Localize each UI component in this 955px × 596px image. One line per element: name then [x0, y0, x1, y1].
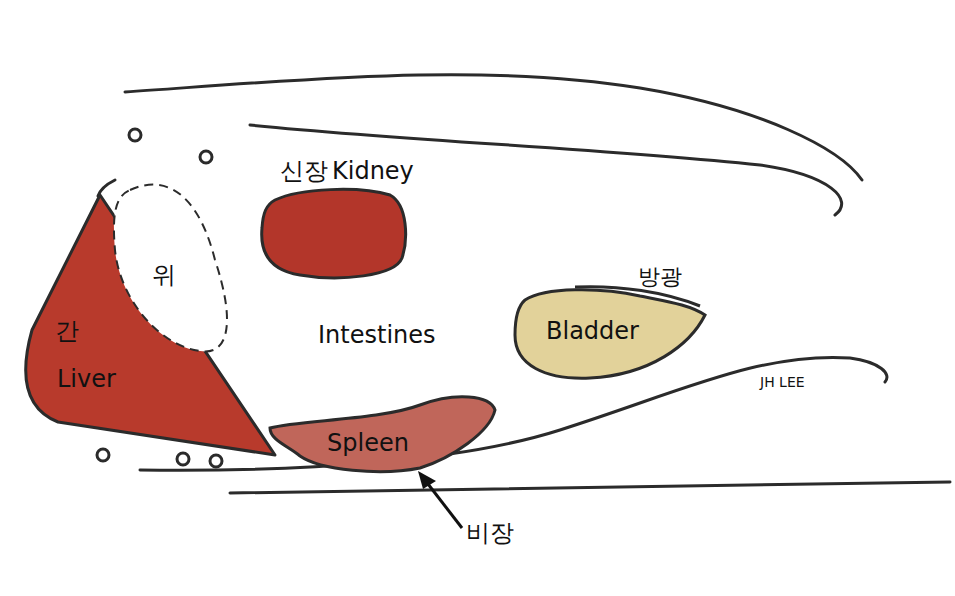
spleen-organ: Spleen	[265, 388, 500, 478]
region-label: Intestines	[318, 322, 436, 350]
stomach-organ: 위	[108, 175, 243, 360]
organ-label: 방광	[638, 264, 682, 289]
signature-text: JH LEE	[760, 374, 805, 390]
kidney-organ: 신장Kidney	[255, 155, 440, 285]
callout-label: 비장	[466, 520, 514, 548]
organ-label: 신장	[280, 158, 328, 186]
bladder-organ: 방광 Bladder	[508, 262, 713, 387]
organ-label: Kidney	[332, 158, 414, 186]
organ-label: Spleen	[327, 430, 409, 458]
organ-label: Bladder	[546, 318, 639, 346]
organ-label: 위	[152, 262, 176, 290]
organ-label: Liver	[57, 366, 116, 394]
organ-label: 간	[55, 318, 79, 346]
